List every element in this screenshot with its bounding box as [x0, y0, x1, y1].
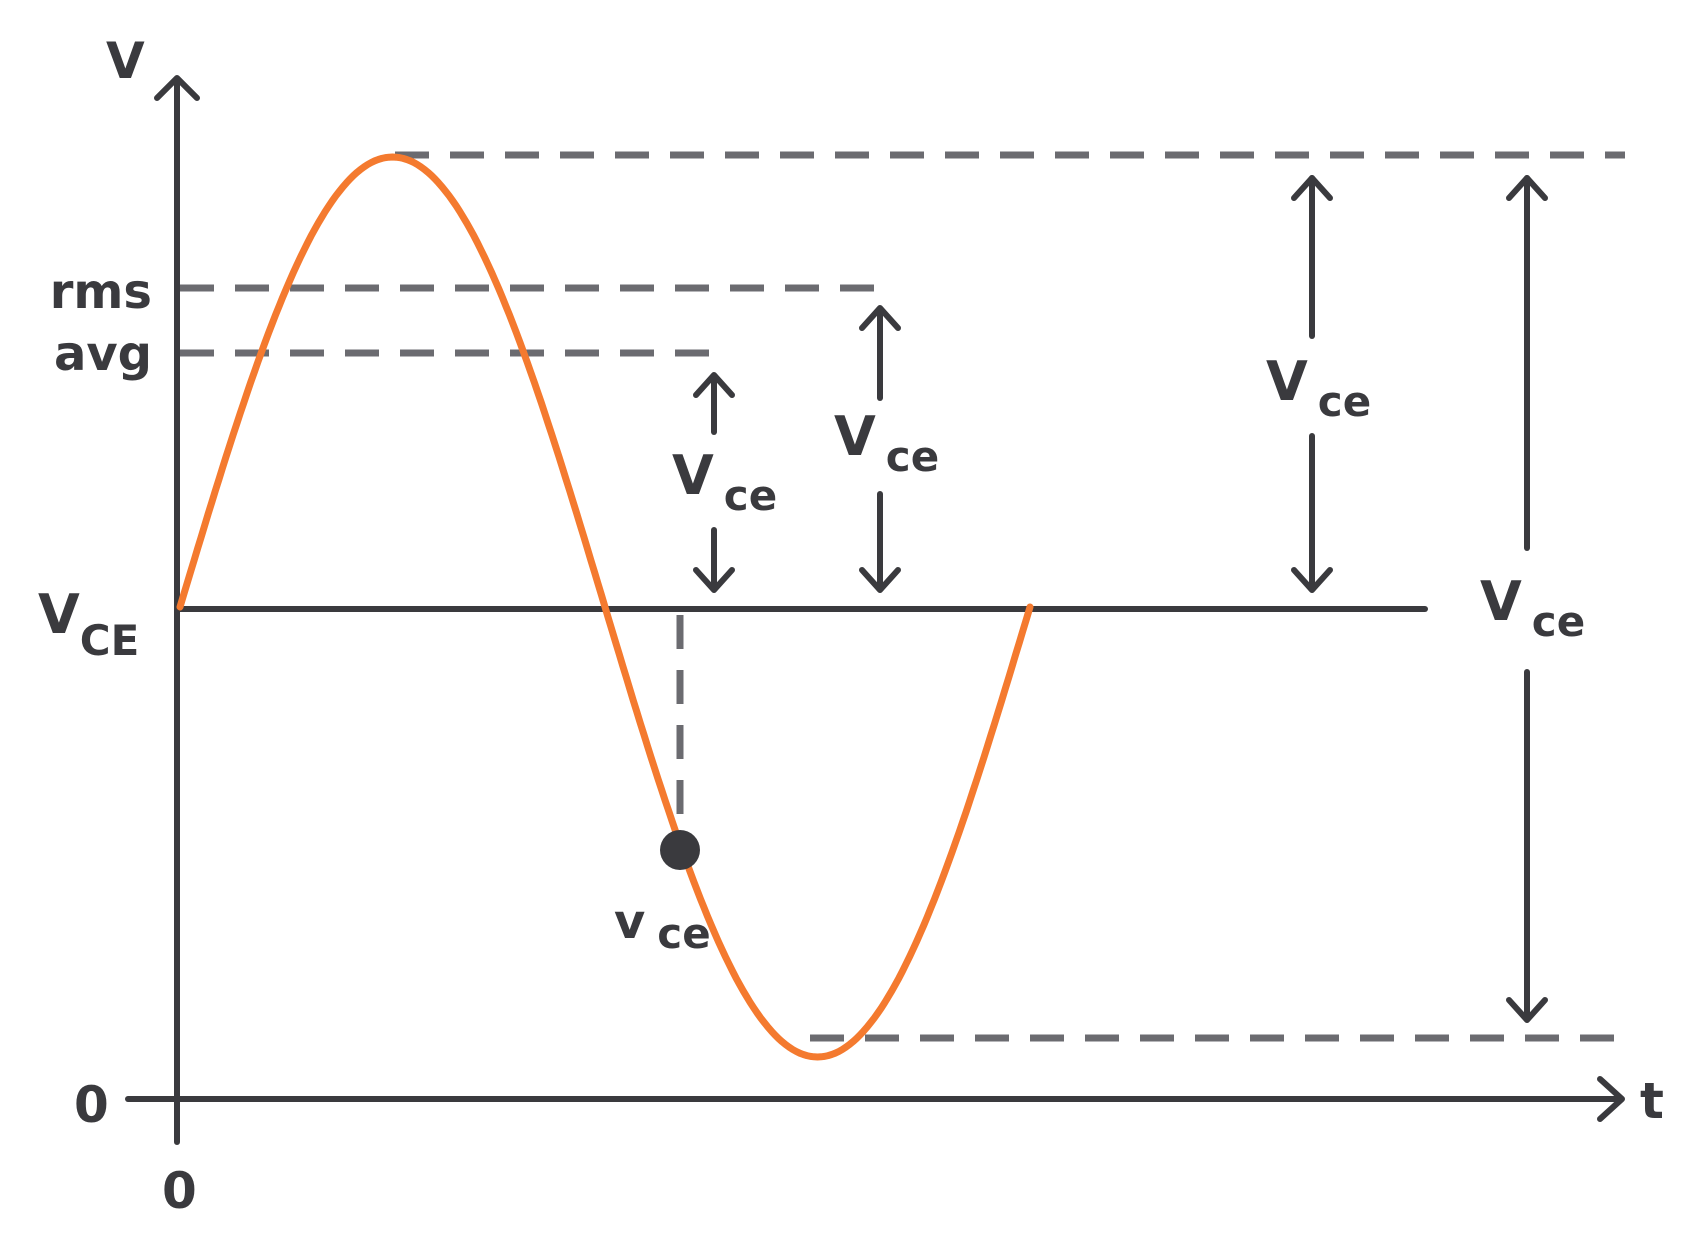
rms-label: rms [50, 264, 152, 320]
y-axis-label: V [106, 32, 145, 90]
vce-waveform [176, 153, 1034, 1061]
instant-point-marker [660, 830, 700, 870]
peak-amplitude-arrow [1291, 175, 1333, 593]
x-axis-label: t [1640, 1072, 1664, 1130]
vce-dc-subscript: CE [80, 616, 140, 665]
vce-dc-label: VCE [38, 583, 139, 665]
avg-amplitude-arrow [693, 372, 735, 593]
x-origin-label: 0 [162, 1162, 197, 1220]
avg-label: avg [54, 326, 152, 382]
x-axis-arrowhead [1597, 1076, 1625, 1122]
peak-to-peak-arrow [1506, 175, 1548, 1023]
y-axis-arrowhead [154, 75, 200, 101]
y-origin-label: 0 [74, 1076, 109, 1134]
rms-amplitude-arrow [859, 305, 901, 593]
